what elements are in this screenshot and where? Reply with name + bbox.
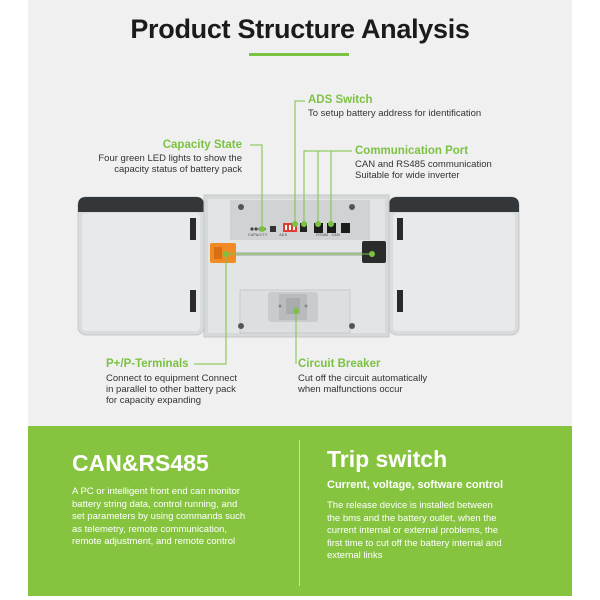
- feature-divider: [299, 440, 300, 586]
- circuit-breaker-desc: Cut off the circuit automatically when m…: [298, 373, 428, 395]
- capacity-port-label: CAPACITY: [248, 233, 268, 237]
- ads-switch-title: ADS Switch: [308, 94, 373, 106]
- callout-lines: [194, 100, 372, 365]
- capacity-state-title: Capacity State: [162, 139, 242, 151]
- title-underline: [249, 53, 349, 56]
- circuit-breaker-title: Circuit Breaker: [298, 358, 381, 370]
- feature-section: [28, 426, 572, 596]
- ads-switch-desc: To setup battery address for identificat…: [308, 108, 482, 119]
- page-title: Product Structure Analysis: [130, 14, 470, 44]
- trip-switch-subheading: Current, voltage, software control: [327, 479, 504, 491]
- capacity-state-desc: Four green LED lights to show the capaci…: [98, 153, 242, 175]
- communication-port-title: Communication Port: [355, 145, 469, 157]
- can-rs485-body: A PC or intelligent front end can monito…: [72, 486, 246, 547]
- terminals-title: P+/P-Terminals: [106, 358, 189, 370]
- panel-port-labels: CAPACITY ADS RS485 CAN: [248, 233, 344, 237]
- can-port-label: CAN: [331, 233, 340, 237]
- can-rs485-heading: CAN&RS485: [72, 450, 209, 476]
- rs485-port-label: RS485: [316, 233, 329, 237]
- communication-port-desc: CAN and RS485 communication Suitable for…: [355, 159, 492, 181]
- right-module: [388, 196, 520, 336]
- callout-dots: [223, 221, 375, 314]
- trip-switch-heading: Trip switch: [327, 446, 448, 472]
- left-module: [77, 196, 205, 336]
- ads-port-label: ADS: [279, 233, 288, 237]
- terminals-desc: Connect to equipment Connect in parallel…: [106, 373, 237, 406]
- trip-switch-body: The release device is installed between …: [327, 500, 502, 561]
